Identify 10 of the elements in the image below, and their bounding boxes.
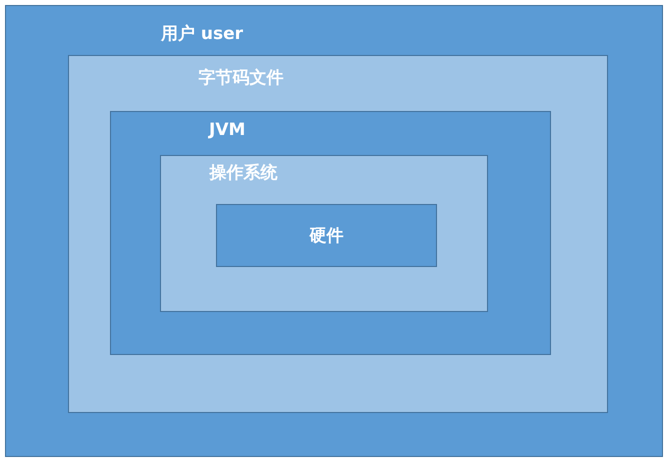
layer-label: 硬件 xyxy=(308,226,344,246)
layer-box xyxy=(110,111,551,355)
layer-box xyxy=(216,204,437,267)
layer-label: JVM xyxy=(209,120,246,140)
layer-box xyxy=(68,54,608,412)
layer-label: 字节码文件 xyxy=(198,68,284,88)
layer-label: 操作系统 xyxy=(210,162,278,182)
layer-box xyxy=(5,5,663,457)
layer-label: 用户 user xyxy=(161,24,244,44)
layer-box xyxy=(160,154,488,312)
